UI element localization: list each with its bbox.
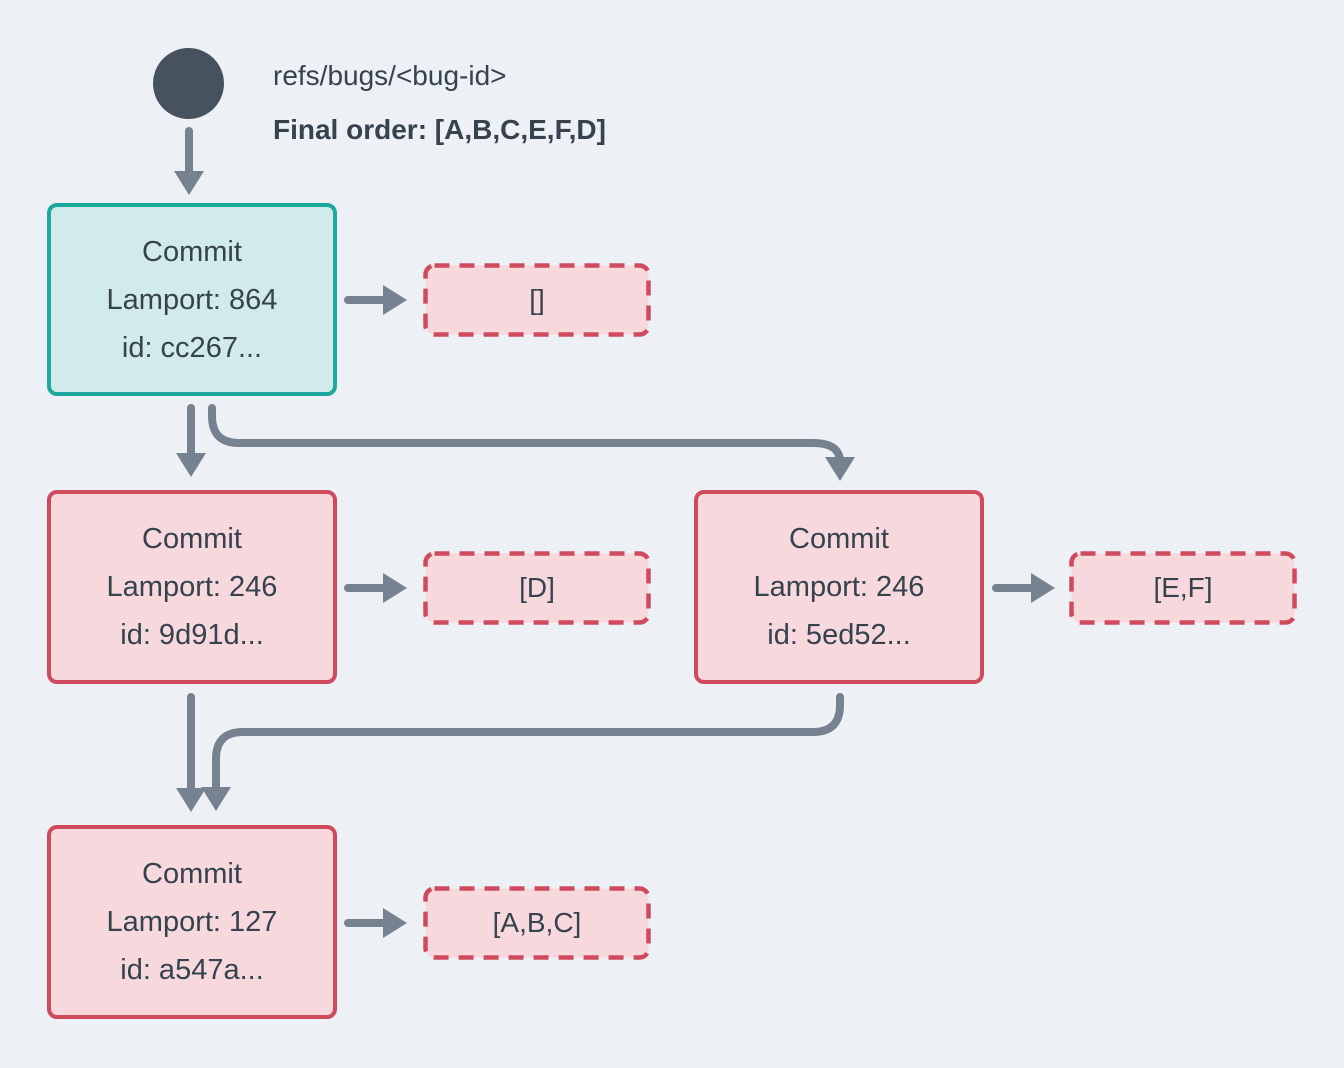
commit-node-left: Commit Lamport: 246 id: 9d91d... <box>47 490 337 684</box>
commit-title: Commit <box>142 858 242 890</box>
edge-root-to-right <box>208 404 855 481</box>
ops-list-left: [D] <box>519 572 555 603</box>
edge-right-to-merge <box>201 693 844 811</box>
commit-id: id: 9d91d... <box>120 619 264 651</box>
ops-box-right-border <box>1069 551 1297 625</box>
commit-title: Commit <box>142 235 242 268</box>
ops-list-merge: [A,B,C] <box>492 907 582 938</box>
commit-lamport: Lamport: 127 <box>106 906 278 938</box>
commit-title: Commit <box>142 523 242 555</box>
ops-list-root: [] <box>529 284 545 315</box>
commit-lamport: Lamport: 246 <box>753 571 925 603</box>
ops-box-left-border <box>423 551 651 625</box>
commit-lamport: Lamport: 864 <box>106 283 278 316</box>
commit-node-root: Commit Lamport: 864 id: cc267... <box>47 203 337 396</box>
commit-id: id: 5ed52... <box>767 619 911 651</box>
ops-list-right: [E,F] <box>1153 572 1213 603</box>
commit-lamport: Lamport: 246 <box>106 571 278 603</box>
ref-head-dot <box>153 48 224 119</box>
ops-box-root-border <box>423 263 651 337</box>
commit-node-merge: Commit Lamport: 127 id: a547a... <box>47 825 337 1019</box>
ops-box-merge-border <box>423 886 651 960</box>
commit-title: Commit <box>789 523 889 555</box>
ref-name-label: refs/bugs/<bug-id> <box>273 60 507 91</box>
commit-node-right: Commit Lamport: 246 id: 5ed52... <box>694 490 984 684</box>
commit-id: id: cc267... <box>121 331 263 364</box>
commit-id: id: a547a... <box>120 954 264 986</box>
final-order-label: Final order: [A,B,C,E,F,D] <box>273 114 606 145</box>
